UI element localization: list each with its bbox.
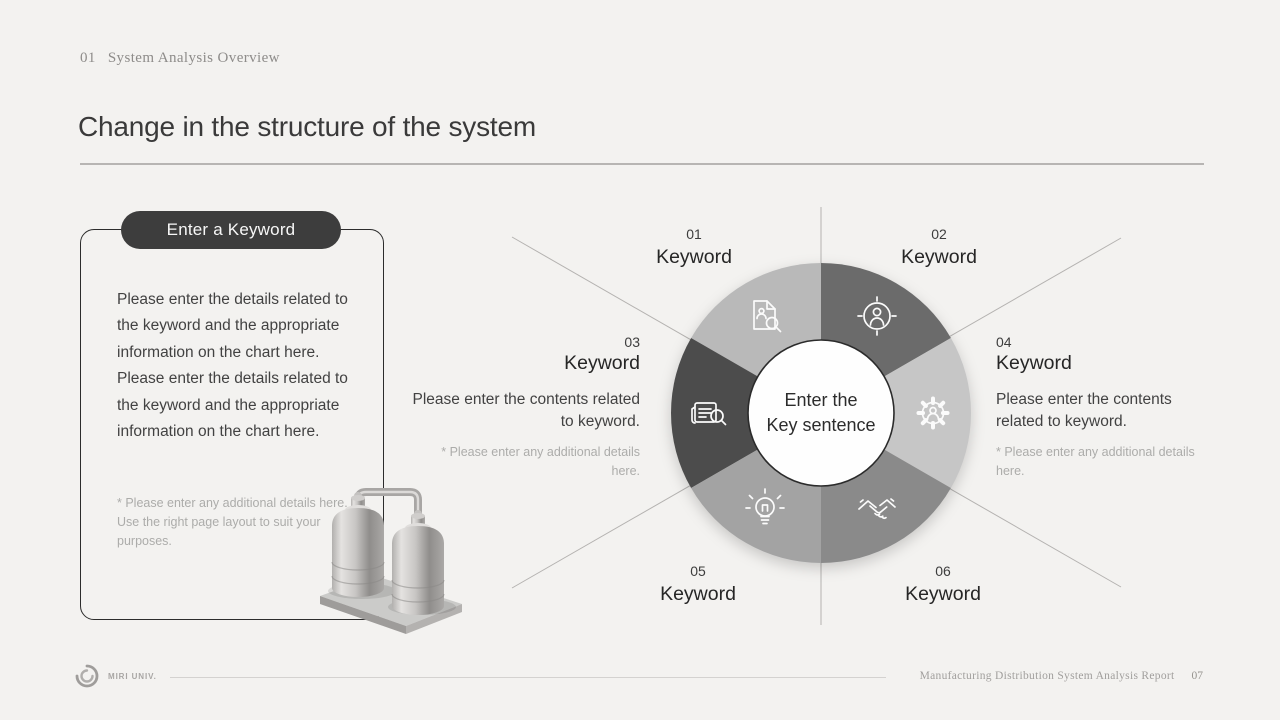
metal-tanks-3d-illustration (320, 488, 462, 634)
segment-03-block: 03 Keyword Please enter the contents rel… (410, 334, 640, 481)
segment-01-number: 01 (686, 226, 702, 242)
report-title: Manufacturing Distribution System Analys… (919, 670, 1175, 682)
segment-05-number: 05 (690, 563, 706, 579)
six-segment-wheel-diagram (511, 207, 1122, 625)
center-key-sentence: Enter the Key sentence (746, 388, 896, 437)
segment-03-keyword: Keyword (564, 352, 640, 374)
segment-02-number: 02 (931, 226, 947, 242)
logo-text: MIRI UNIV. (108, 672, 157, 681)
right-tank (391, 510, 445, 615)
segment-03-wedge (671, 338, 821, 488)
center-circle (747, 339, 895, 487)
segment-04-wedge (821, 338, 971, 488)
footer-right: Manufacturing Distribution System Analys… (920, 670, 1203, 682)
platform-front (320, 596, 406, 634)
footer-divider (170, 677, 886, 678)
left-tank (331, 492, 385, 597)
segment-05-keyword: Keyword (660, 583, 736, 605)
segment-01-keyword: Keyword (656, 246, 732, 268)
segment-02-label: 02 Keyword (869, 226, 1009, 269)
keyword-card-footnote: * Please enter any additional details he… (117, 496, 348, 548)
segment-06-keyword: Keyword (905, 583, 981, 605)
segment-02-keyword: Keyword (901, 246, 977, 268)
segment-04-footnote: * Please enter any additional details he… (996, 445, 1195, 478)
section-number: 01 (80, 50, 96, 66)
handshake-icon (858, 498, 896, 520)
keyword-card-body: Please enter the details related to the … (117, 291, 348, 441)
segment-04-number: 04 (996, 334, 1012, 350)
segment-03-body: Please enter the contents related to key… (412, 391, 640, 430)
university-logo-icon (75, 664, 99, 688)
gear-user-icon (916, 396, 950, 430)
segment-04-keyword: Keyword (996, 352, 1072, 374)
center-line-2: Key sentence (766, 414, 876, 435)
segment-01-label: 01 Keyword (624, 226, 764, 269)
keyword-badge: Enter a Keyword (121, 211, 341, 249)
section-header: 01 System Analysis Overview (80, 50, 280, 67)
title-divider (80, 163, 1204, 165)
segment-04-block: 04 Keyword Please enter the contents rel… (996, 334, 1214, 481)
news-search-icon (691, 402, 727, 426)
segment-05-label: 05 Keyword (628, 563, 768, 606)
lightbulb-icon (745, 488, 785, 525)
segment-06-number: 06 (935, 563, 951, 579)
segment-03-footnote: * Please enter any additional details he… (441, 445, 640, 478)
section-title: System Analysis Overview (107, 50, 280, 66)
segment-04-body: Please enter the contents related to key… (996, 391, 1172, 430)
page-number: 07 (1191, 670, 1204, 682)
user-target-icon (857, 296, 897, 336)
document-search-icon (753, 300, 782, 333)
segment-06-label: 06 Keyword (873, 563, 1013, 606)
segment-03-number: 03 (624, 334, 640, 350)
platform-side (406, 604, 462, 634)
center-line-1: Enter the (784, 390, 858, 410)
page-title: Change in the structure of the system (78, 111, 536, 142)
